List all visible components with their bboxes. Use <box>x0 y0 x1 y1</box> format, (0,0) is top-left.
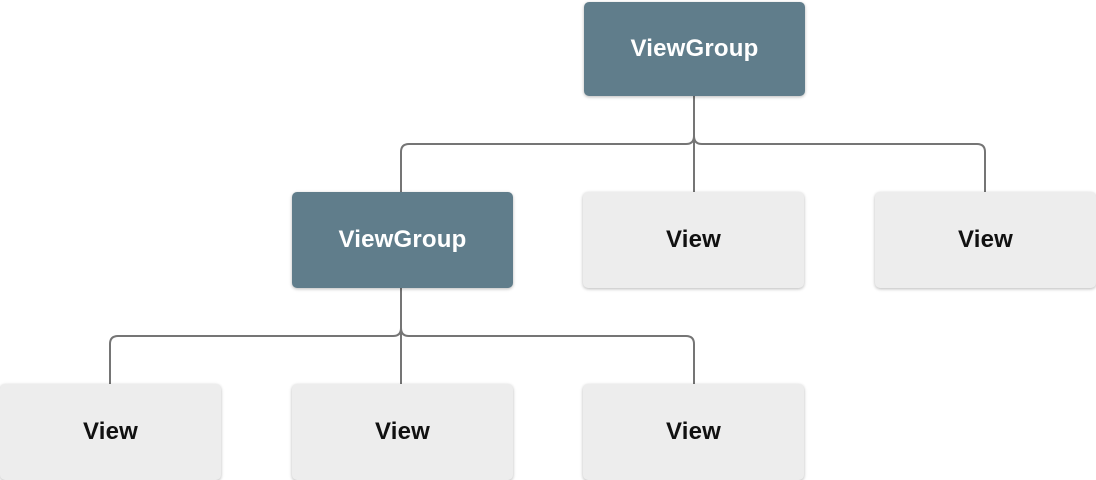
node-grandchild-view-3: View <box>583 384 804 480</box>
edge-root-to-child-view-2 <box>693 96 986 192</box>
node-label: View <box>82 418 139 445</box>
node-grandchild-view-1: View <box>0 384 221 480</box>
node-label: View <box>957 226 1014 253</box>
node-label: ViewGroup <box>630 35 759 62</box>
node-child-viewgroup: ViewGroup <box>292 192 513 288</box>
node-label: View <box>374 418 431 445</box>
edge-child-viewgroup-to-grand-view-1 <box>109 288 402 384</box>
node-label: View <box>665 418 722 445</box>
node-label: View <box>665 226 722 253</box>
node-label: ViewGroup <box>338 226 467 253</box>
node-child-view-1: View <box>583 192 804 288</box>
edge-root-to-child-viewgroup <box>400 96 695 192</box>
node-child-view-2: View <box>875 192 1096 288</box>
node-root-viewgroup: ViewGroup <box>584 2 805 96</box>
node-grandchild-view-2: View <box>292 384 513 480</box>
edge-child-viewgroup-to-grand-view-3 <box>400 288 695 384</box>
